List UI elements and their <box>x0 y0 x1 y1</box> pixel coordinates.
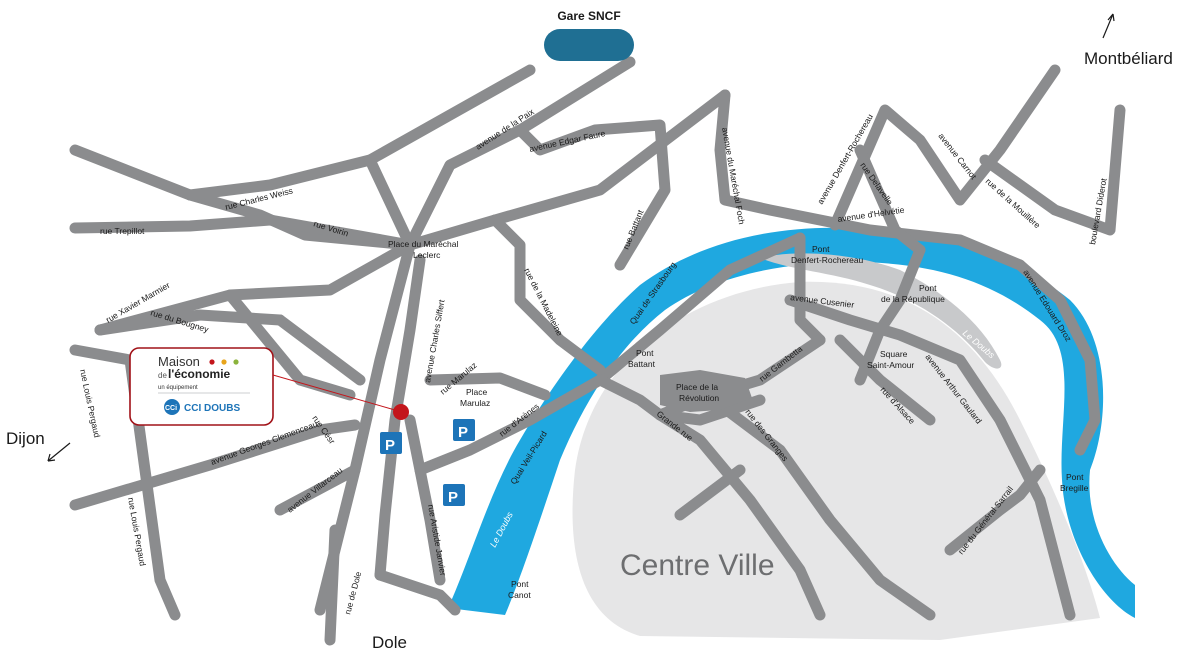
street-boulevard-diderot: boulevard Diderot <box>1087 177 1109 245</box>
arrow-head-sw-icon <box>47 453 56 462</box>
callout-pointer-line <box>272 374 396 411</box>
pont-republique-line2: de la République <box>881 294 945 304</box>
svg-text:P: P <box>448 489 458 506</box>
parking-icon: P <box>453 419 475 441</box>
river-doubs <box>448 227 1135 618</box>
pont-bregille-line2: Bregille <box>1060 483 1089 493</box>
pont-canot-line1: Pont <box>511 579 529 589</box>
arrow-southwest-icon <box>47 442 71 462</box>
pont-canot-line2: Canot <box>508 590 531 600</box>
pont-republique-line1: Pont <box>919 283 937 293</box>
gare-sncf-pill <box>544 29 634 61</box>
dot-green-icon <box>233 359 239 365</box>
dijon-label: Dijon <box>6 429 45 448</box>
gare-sncf-label: Gare SNCF <box>557 9 620 23</box>
dot-yellow-icon <box>221 359 227 365</box>
river-island <box>760 253 1002 369</box>
maison-line2-small: de <box>158 371 167 380</box>
maison-line1: Maison <box>158 354 200 369</box>
parking-icon: P <box>380 432 402 454</box>
dole-label: Dole <box>372 633 407 652</box>
street-avenue-edgar-faure: avenue Edgar Faure <box>528 128 606 154</box>
cci-doubs-label: CCI DOUBS <box>184 403 240 414</box>
svg-text:P: P <box>385 437 395 454</box>
place-labels: Place du Maréchal Leclerc Place Marulaz … <box>388 239 1089 600</box>
pont-denfert-line1: Pont <box>812 244 830 254</box>
street-rue-de-dole: rue de Dole <box>342 570 363 615</box>
square-line2: Saint-Amour <box>867 360 914 370</box>
place-marulaz-line2: Marulaz <box>460 398 490 408</box>
street-avenue-charles-siffert: avenue Charles Siffert <box>422 298 447 383</box>
street-rue-trepillot: rue Trepillot <box>100 226 145 236</box>
parking-icon: P <box>443 484 465 506</box>
pont-bregille-line1: Pont <box>1066 472 1084 482</box>
street-avenue-villarceau: avenue Villarceau <box>285 465 344 515</box>
maison-callout: Maison de l'économie un équipement CCi C… <box>129 347 274 426</box>
svg-text:P: P <box>458 424 468 441</box>
arrow-northeast-icon <box>1102 13 1114 39</box>
maison-line2: l'économie <box>168 367 231 381</box>
arrow-head-ne-icon <box>1107 13 1115 22</box>
pont-battant-line2: Battant <box>628 359 656 369</box>
direction-montbeliard: Montbéliard <box>1084 13 1173 68</box>
direction-dijon: Dijon <box>6 429 71 462</box>
place-marulaz-line1: Place <box>466 387 488 397</box>
dot-red-icon <box>209 359 215 365</box>
maison-line3: un équipement <box>158 385 198 391</box>
place-marechal-line2: Leclerc <box>413 250 441 260</box>
montbeliard-label: Montbéliard <box>1084 49 1173 68</box>
cci-logo-mark: CCi <box>165 405 177 412</box>
street-rue-louis-pergaud: rue Louis Pergaud <box>78 368 102 438</box>
pont-battant-line1: Pont <box>636 348 654 358</box>
place-marechal-line1: Place du Maréchal <box>388 239 459 249</box>
location-marker <box>393 404 409 420</box>
cci-logo-icon <box>164 399 180 415</box>
place-revolution-shape <box>660 370 752 412</box>
square-line1: Square <box>880 349 908 359</box>
pont-denfert-line2: Denfert-Rochereau <box>791 255 864 265</box>
street-avenue-georges-clemenceau: avenue Georges Clemenceau <box>209 419 319 467</box>
place-revolution-line1: Place de la <box>676 382 718 392</box>
road-network <box>69 56 1126 646</box>
centre-ville-label: Centre Ville <box>620 549 775 582</box>
place-revolution-line2: Révolution <box>679 393 719 403</box>
